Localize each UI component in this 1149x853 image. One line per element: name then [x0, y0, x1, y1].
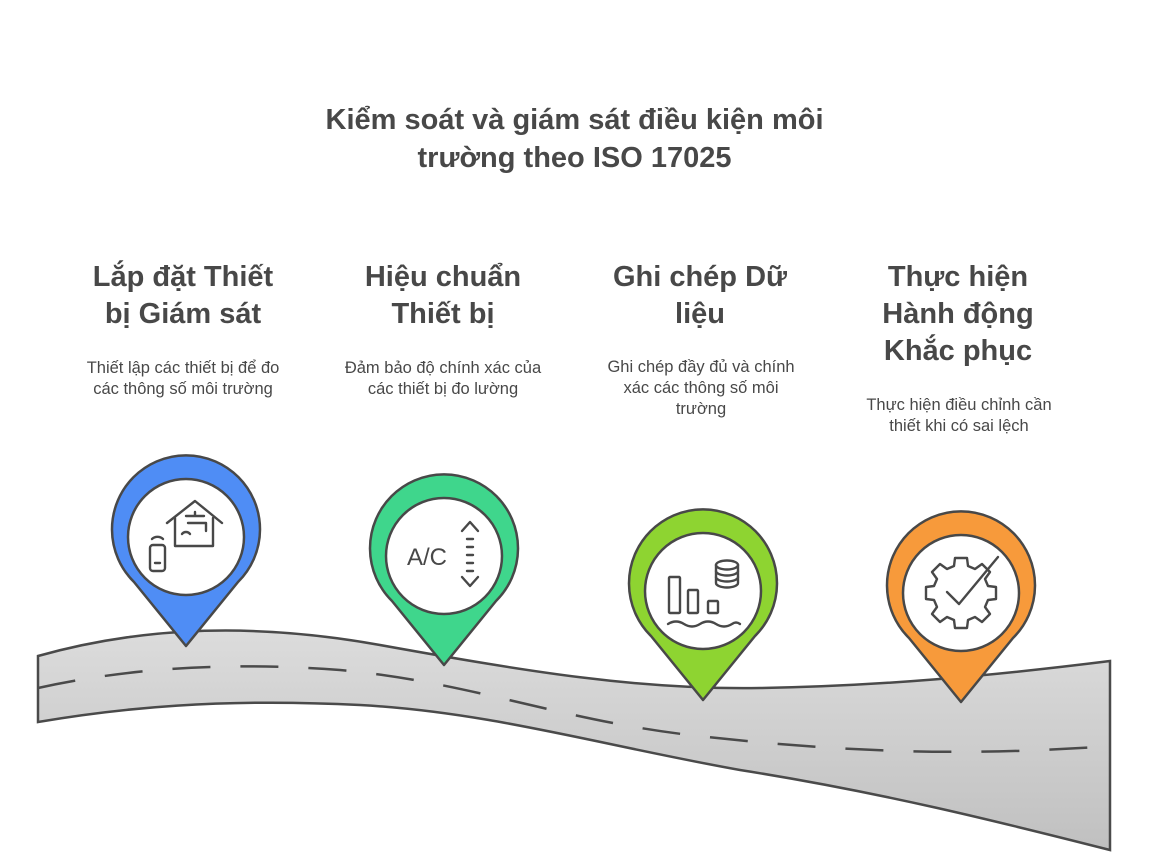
gear-check-icon: [924, 555, 1000, 630]
pin-3-face: [643, 531, 763, 651]
pin-2: A/C: [368, 473, 520, 667]
pin-4-face: [901, 533, 1021, 653]
step-3-title-line-2: liệu: [675, 298, 725, 330]
diagram-title: Kiểm soát và giám sát điều kiện môi trườ…: [0, 101, 1149, 177]
pin-4: [885, 510, 1037, 704]
title-line-1: Kiểm soát và giám sát điều kiện môi: [325, 104, 824, 136]
step-2-description: Đảm bảo độ chính xác của các thiết bị đo…: [318, 358, 568, 400]
step-2-title-line-1: Hiệu chuẩn: [364, 261, 522, 293]
step-4-title: Thực hiện Hành động Khắc phục: [843, 259, 1073, 370]
ac-calibration-icon: A/C: [407, 520, 480, 588]
step-2-title-line-2: Thiết bị: [391, 298, 495, 330]
step-1-description: Thiết lập các thiết bị để đo các thông s…: [58, 358, 308, 400]
step-4-title-line-3: Khắc phục: [883, 335, 1033, 367]
step-3-desc-line-2: xác các thông số môi: [623, 379, 779, 397]
step-3-title-line-1: Ghi chép Dữ: [612, 261, 788, 293]
step-1-desc-line-1: Thiết lập các thiết bị để đo: [86, 359, 280, 377]
step-3-desc-line-3: trường: [675, 400, 727, 418]
step-2-title: Hiệu chuẩn Thiết bị: [328, 259, 558, 333]
bar-chart-database-icon: [666, 559, 742, 628]
step-1-desc-line-2: các thông số môi trường: [93, 380, 273, 398]
title-line-2: trường theo ISO 17025: [417, 142, 732, 174]
step-3-description: Ghi chép đầy đủ và chính xác các thông s…: [576, 357, 826, 420]
step-2-desc-line-2: các thiết bị đo lường: [367, 380, 519, 398]
step-1-title-line-1: Lắp đặt Thiết: [92, 261, 274, 293]
smart-home-faucet-icon: [148, 499, 224, 573]
pin-1-face: [126, 477, 246, 597]
ac-label: A/C: [407, 544, 447, 571]
step-4-desc-line-1: Thực hiện điều chỉnh cần: [866, 396, 1052, 414]
step-4-title-line-2: Hành động: [882, 298, 1034, 330]
step-4-description: Thực hiện điều chỉnh cần thiết khi có sa…: [834, 395, 1084, 437]
pin-3: [627, 508, 779, 702]
step-3-title: Ghi chép Dữ liệu: [585, 259, 815, 333]
road: [36, 629, 1112, 852]
step-2-desc-line-1: Đảm bảo độ chính xác của: [344, 359, 542, 377]
step-4-desc-line-2: thiết khi có sai lệch: [889, 417, 1029, 435]
pin-1: [110, 454, 262, 648]
step-4-title-line-1: Thực hiện: [887, 261, 1029, 293]
step-3-desc-line-1: Ghi chép đầy đủ và chính: [607, 358, 795, 376]
step-1-title-line-2: bị Giám sát: [104, 298, 262, 330]
road-center-dashes: [37, 665, 1111, 754]
step-1-title: Lắp đặt Thiết bị Giám sát: [68, 259, 298, 333]
